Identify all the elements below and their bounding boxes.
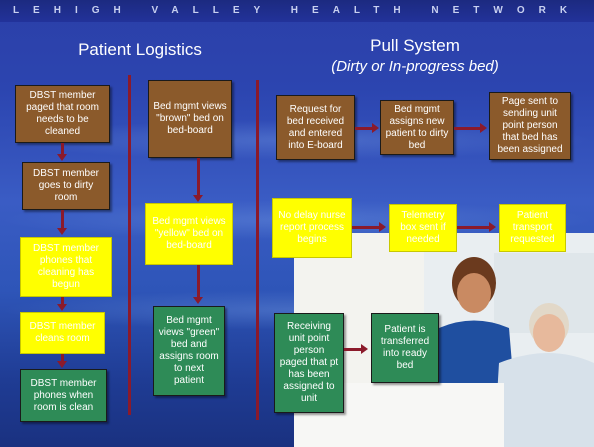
arrow-head — [193, 195, 203, 202]
arrow-down — [197, 158, 200, 196]
pull-step-request: Request for bed received and entered int… — [276, 95, 355, 160]
pull-step-transferred: Patient is transferred into ready bed — [371, 313, 439, 383]
arrow-down — [197, 265, 200, 298]
col1-step-5: DBST member phones when room is clean — [20, 369, 107, 422]
arrow-down — [61, 354, 64, 362]
arrow-head — [489, 222, 496, 232]
arrow-head — [57, 361, 67, 368]
col1-step-1: DBST member paged that room needs to be … — [15, 85, 110, 143]
arrow-head — [57, 304, 67, 311]
arrow-down — [61, 143, 64, 155]
patient-logistics-title: Patient Logistics — [78, 40, 202, 59]
pull-step-telemetry: Telemetry box sent if needed — [389, 204, 457, 252]
pull-step-receiving-paged: Receiving unit point person paged that p… — [274, 313, 344, 413]
col1-step-3: DBST member phones that cleaning has beg… — [20, 237, 112, 297]
arrow-right — [352, 226, 380, 229]
pull-step-transport: Patient transport requested — [499, 204, 566, 252]
col2-step-1: Bed mgmt views "brown" bed on bed-board — [148, 80, 232, 158]
column-divider — [128, 75, 131, 415]
arrow-head — [372, 123, 379, 133]
arrow-right — [457, 226, 490, 229]
pull-step-nurse-report: No delay nurse report process begins — [272, 198, 352, 258]
arrow-right — [454, 127, 481, 130]
col1-step-4: DBST member cleans room — [20, 312, 105, 354]
pull-step-assign: Bed mgmt assigns new patient to dirty be… — [380, 100, 454, 155]
pull-system-subtitle: (Dirty or In-progress bed) — [331, 58, 499, 75]
pull-step-page-sent: Page sent to sending unit point person t… — [489, 92, 571, 160]
arrow-down — [61, 297, 64, 305]
arrow-right — [355, 127, 373, 130]
arrow-head — [57, 228, 67, 235]
arrow-head — [193, 297, 203, 304]
arrow-head — [379, 222, 386, 232]
arrow-head — [361, 344, 368, 354]
arrow-down — [61, 210, 64, 228]
arrow-head — [480, 123, 487, 133]
col2-step-3: Bed mgmt views "green" bed and assigns r… — [153, 306, 225, 396]
col2-step-2: Bed mgmt views "yellow" bed on bed-board — [145, 203, 233, 265]
col1-step-2: DBST member goes to dirty room — [22, 162, 110, 210]
org-header: LEHIGH VALLEY HEALTH NETWORK — [0, 0, 594, 22]
column-divider — [256, 80, 259, 420]
pull-system-title: Pull System — [370, 36, 460, 55]
arrow-head — [57, 154, 67, 161]
arrow-right — [344, 348, 362, 351]
